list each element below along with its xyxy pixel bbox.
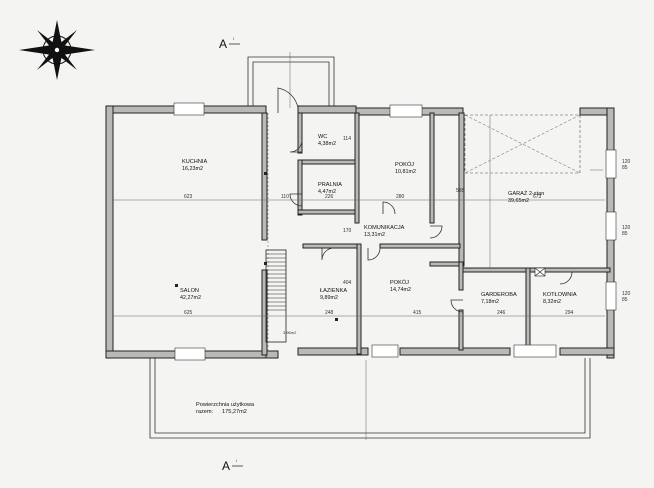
compass-rose-icon [19,20,95,80]
svg-text:39,65m2: 39,65m2 [508,198,529,204]
svg-text:GARDEROBA: GARDEROBA [481,292,517,298]
svg-text:85: 85 [622,297,628,303]
dimension-lines [113,113,605,350]
room-stair-area: 3,96m2 [283,330,297,335]
svg-text:415: 415 [413,310,422,316]
svg-text:294: 294 [565,310,574,316]
svg-text:KOTŁOWNIA: KOTŁOWNIA [543,292,577,298]
room-pokoj-2: POKÓJ 14,74m2 [390,279,411,293]
svg-text:170: 170 [343,228,352,234]
svg-text:8,32m2: 8,32m2 [543,299,561,305]
svg-text:280: 280 [396,194,405,200]
svg-text:120: 120 [622,225,631,231]
svg-text:110: 110 [281,194,289,200]
svg-text:625: 625 [184,310,193,316]
svg-text:A: A [219,37,227,51]
section-mark-top: A I [219,36,240,51]
svg-text:42,27m2: 42,27m2 [180,295,201,301]
room-kuchnia: KUCHNIA 16,23m2 [182,159,207,172]
svg-text:Powierzchnia użytkowa: Powierzchnia użytkowa [196,402,255,408]
room-salon: SALON 42,27m2 [180,288,201,301]
svg-text:120: 120 [622,159,631,165]
room-garaz: GARAŻ 2-stan 39,65m2 [508,190,544,204]
svg-text:114: 114 [343,136,351,142]
svg-text:GARAŻ 2-stan: GARAŻ 2-stan [508,190,544,197]
svg-text:SALON: SALON [180,288,199,294]
svg-text:I: I [236,458,237,463]
svg-text:13,31m2: 13,31m2 [364,232,385,238]
svg-text:KUCHNIA: KUCHNIA [182,159,207,165]
svg-text:404: 404 [343,280,352,286]
svg-text:226: 226 [325,194,334,200]
svg-text:7,18m2: 7,18m2 [481,299,499,305]
svg-text:3,96m2: 3,96m2 [283,330,297,335]
svg-text:623: 623 [184,194,193,200]
staircase [265,249,287,343]
svg-text:14,74m2: 14,74m2 [390,287,411,293]
room-garderoba: GARDEROBA 7,18m2 [481,292,517,305]
room-wc: WC 4,38m2 [318,134,336,147]
svg-text:85: 85 [622,231,628,237]
svg-text:85: 85 [622,165,628,171]
svg-text:588: 588 [456,188,465,194]
fixtures [175,172,546,321]
svg-text:248: 248 [325,310,334,316]
room-lazienka: ŁAZIENKA 9,89m2 [320,288,347,301]
svg-text:razem:: razem: [196,409,214,415]
svg-text:WC: WC [318,134,327,140]
usable-area-summary: Powierzchnia użytkowa razem: 175,27m2 [196,402,255,415]
garage-roof-outline [464,114,581,174]
room-kotlownia: KOTŁOWNIA 8,32m2 [543,292,577,305]
room-pokoj-1: POKÓJ 10,81m2 [395,161,416,175]
entrance-porch [247,52,335,108]
svg-text:4,47m2: 4,47m2 [318,189,336,195]
svg-text:POKÓJ: POKÓJ [390,279,409,286]
svg-text:4,38m2: 4,38m2 [318,141,336,147]
doors [277,87,573,313]
section-mark-bottom: A I [222,458,243,473]
room-pralnia: PRALNIA 4,47m2 [318,182,342,195]
svg-text:10,81m2: 10,81m2 [395,169,416,175]
interior-walls [261,112,611,356]
windows [173,102,617,361]
svg-text:673: 673 [533,194,542,200]
svg-text:PRALNIA: PRALNIA [318,182,342,188]
svg-text:16,23m2: 16,23m2 [182,166,203,172]
dimension-labels: 623 110 226 280 673 625 248 415 246 294 … [184,136,631,316]
svg-text:9,89m2: 9,89m2 [320,295,338,301]
svg-text:246: 246 [497,310,506,316]
svg-text:175,27m2: 175,27m2 [222,409,247,415]
room-komunikacja: KOMUNIKACJA 13,31m2 [364,225,405,238]
svg-text:I: I [233,36,234,41]
svg-text:KOMUNIKACJA: KOMUNIKACJA [364,225,405,231]
svg-text:120: 120 [622,291,631,297]
svg-text:ŁAZIENKA: ŁAZIENKA [320,288,347,294]
front-terrace [149,358,591,440]
svg-text:A: A [222,459,230,473]
svg-text:POKÓJ: POKÓJ [395,161,414,168]
